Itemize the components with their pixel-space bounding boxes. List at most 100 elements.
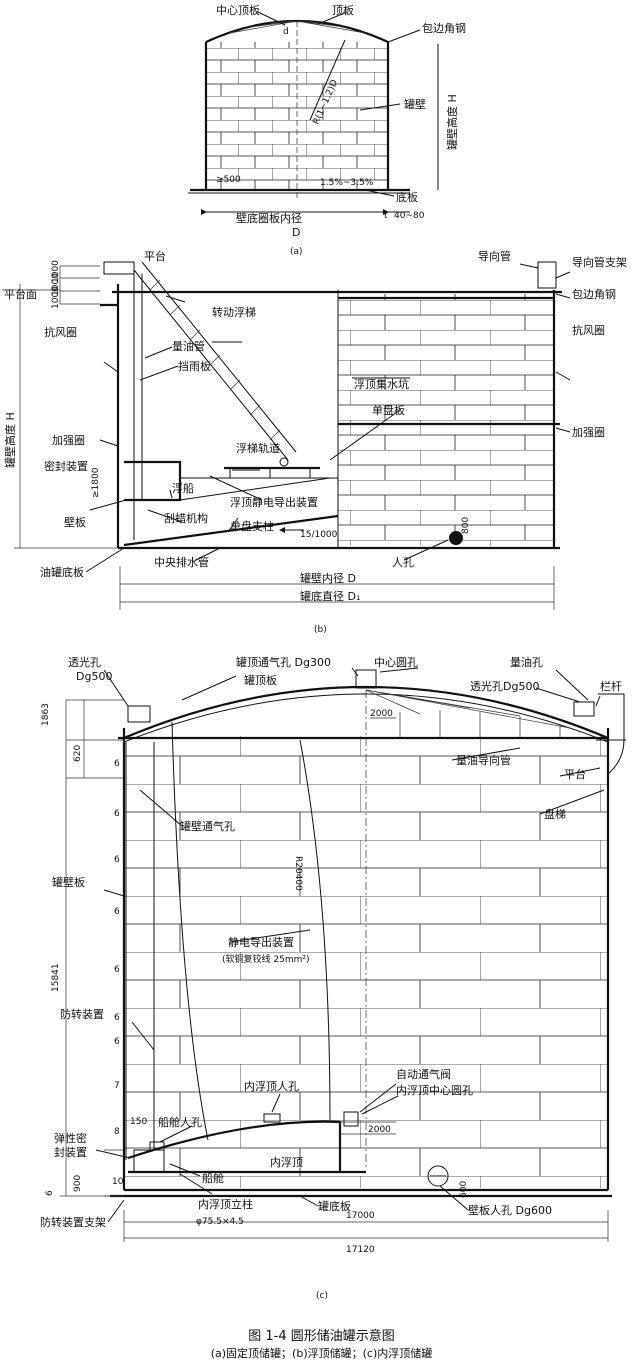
c-course-4: 6 bbox=[114, 907, 120, 917]
b-pontoon-label: 浮船 bbox=[172, 481, 194, 495]
c-gauge-hole-label: 量油孔 bbox=[510, 655, 543, 669]
figure-title: 图 1-4 圆形储油罐示意图 bbox=[248, 1329, 395, 1344]
b-manhole-label: 人孔 bbox=[392, 556, 414, 569]
c-pontoon bbox=[133, 1149, 165, 1173]
c-course-6: 6 bbox=[114, 1013, 120, 1023]
c-course-8: 7 bbox=[114, 1081, 120, 1091]
a-roof-plate-label: 顶板 bbox=[332, 3, 354, 17]
c-inner-roof bbox=[127, 1120, 342, 1172]
a-height-label: 罐壁高度 H bbox=[445, 94, 459, 150]
c-inner-leg-spec: φ75.5×4.5 bbox=[196, 1217, 244, 1227]
a-edge-angle-label: 包边角钢 bbox=[422, 22, 466, 35]
c-auto-vent-label: 自动通气阀 bbox=[396, 1067, 451, 1081]
tank-b-shell bbox=[116, 284, 556, 548]
b-dim-1000-3: 1000 bbox=[51, 286, 61, 309]
b-dim-1000-2: 1000 bbox=[51, 273, 61, 296]
b-manhole bbox=[449, 531, 463, 545]
c-spiral-ladder-label: 盘梯 bbox=[544, 807, 566, 821]
c-course-5: 6 bbox=[114, 965, 120, 975]
c-dim-150: 150 bbox=[130, 1117, 147, 1127]
c-dim-2000: 2000 bbox=[368, 1125, 391, 1135]
c-dim-2000-top: 2000 bbox=[370, 709, 393, 719]
b-single-deck-label: 单盘板 bbox=[372, 403, 405, 417]
c-static-cable bbox=[171, 721, 331, 1141]
a-D-label: D bbox=[292, 226, 300, 239]
a-shell-label: 罐壁 bbox=[404, 97, 426, 111]
b-edge-angle-label: 包边角钢 bbox=[572, 288, 616, 301]
c-dim-620: 620 bbox=[73, 745, 83, 762]
c-elastic-seal-2: 封装置 bbox=[54, 1145, 87, 1159]
a-bottom-plate-label: 底板 bbox=[396, 190, 418, 204]
b-guide-pipe bbox=[537, 261, 557, 289]
b-caption: (b) bbox=[314, 625, 327, 635]
b-bottom-label: 油罐底板 bbox=[40, 565, 84, 579]
c-inner-roof-label: 内浮顶 bbox=[270, 1155, 303, 1169]
b-rain-shield-label: 挡雨板 bbox=[178, 359, 211, 373]
b-rolling-ladder-label: 转动浮梯 bbox=[212, 305, 256, 319]
c-anti-rotation-support-label: 防转装置支架 bbox=[40, 1215, 106, 1229]
c-wall-vent-label: 罐壁通气孔 bbox=[180, 819, 235, 833]
c-course-2: 6 bbox=[114, 809, 120, 819]
c-dim-6: 6 bbox=[45, 1190, 55, 1196]
c-shell-manhole-label: 壁板人孔 Dg600 bbox=[468, 1203, 552, 1217]
b-platform-face-label: 平台面 bbox=[4, 287, 37, 301]
a-slope: 1.5%~3.5% bbox=[320, 178, 374, 188]
tank-b-shell-bricks bbox=[338, 294, 554, 546]
c-static-spec: (软铜复铰线 25mm²) bbox=[222, 953, 309, 965]
c-roof-plate-label: 罐顶板 bbox=[244, 673, 277, 687]
figure-c: 透光孔 Dg500 罐顶通气孔 Dg300 中心圆孔 量油孔 透光孔Dg500 … bbox=[40, 655, 626, 1301]
b-wind-girder-right-label: 抗风圈 bbox=[572, 323, 605, 337]
c-inner-center-hole-label: 内浮顶中心圆孔 bbox=[396, 1083, 473, 1097]
c-course-7: 6 bbox=[114, 1037, 120, 1047]
c-shell-plate-label: 罐壁板 bbox=[52, 875, 85, 889]
a-dim-500: ≥500 bbox=[216, 175, 241, 185]
c-platform-label: 平台 bbox=[564, 767, 586, 781]
b-guide-pipe-support-label: 导向管支架 bbox=[572, 255, 627, 269]
c-light-hole-left bbox=[127, 705, 151, 723]
b-inner-diameter-label: 罐壁内径 D bbox=[300, 571, 356, 585]
b-pontoon bbox=[124, 460, 182, 502]
c-anti-rotation-label: 防转装置 bbox=[60, 1007, 104, 1021]
c-railing-label: 栏杆 bbox=[600, 679, 622, 693]
c-inner-leg-label: 内浮顶立柱 bbox=[198, 1197, 253, 1211]
c-radius-label: R20400 bbox=[293, 856, 303, 891]
b-deck-leg-label: 单盘支柱 bbox=[230, 519, 274, 533]
tank-c-roof bbox=[123, 685, 609, 740]
c-pontoon-manhole-label: 船舱人孔 bbox=[158, 1115, 202, 1129]
c-center-hole-label: 中心圆孔 bbox=[374, 656, 418, 669]
b-rolling-ladder bbox=[133, 261, 297, 461]
a-center-plate-label: 中心顶板 bbox=[216, 3, 260, 17]
a-caption: (a) bbox=[290, 247, 303, 257]
tank-a-shell bbox=[204, 42, 390, 190]
b-stiffener-left-label: 加强圈 bbox=[52, 434, 85, 447]
c-light-hole2-label: 透光孔Dg500 bbox=[470, 679, 539, 693]
c-dim-17120: 17120 bbox=[346, 1245, 375, 1255]
c-static-device-label: 静电导出装置 bbox=[228, 935, 294, 949]
c-pontoon-label: 船舱 bbox=[202, 1171, 224, 1185]
a-d-label: d bbox=[283, 27, 289, 37]
b-guide-pipe-label: 导向管 bbox=[478, 249, 511, 263]
b-bottom-diameter-label: 罐底直径 D₁ bbox=[300, 589, 360, 603]
b-ladder-track-label: 浮梯轨道 bbox=[236, 441, 280, 455]
b-slope-label: 15/1000 bbox=[300, 530, 338, 540]
a-projection-label: 40~80 bbox=[394, 211, 425, 221]
c-course-9: 8 bbox=[114, 1127, 120, 1137]
b-seal-label: 密封装置 bbox=[44, 459, 88, 473]
a-t-label: t bbox=[384, 211, 388, 221]
c-light-hole-dn: Dg500 bbox=[76, 670, 112, 683]
c-caption: (c) bbox=[316, 1291, 328, 1301]
figure-a: 中心顶板 顶板 包边角钢 d R(1~1.2)D 罐壁 罐壁高度 H ≥500 … bbox=[188, 3, 466, 257]
tank-c-shell bbox=[122, 728, 610, 1190]
c-dim-900: 900 bbox=[73, 1175, 83, 1192]
c-light-hole-label: 透光孔 bbox=[68, 655, 101, 669]
c-dim-1863: 1863 bbox=[41, 703, 51, 726]
b-wall-plate-label: 壁板 bbox=[64, 515, 86, 529]
b-drain-label: 中央排水管 bbox=[154, 555, 209, 569]
c-dim-15841: 15841 bbox=[51, 963, 61, 992]
c-course-1: 6 bbox=[114, 759, 120, 769]
b-static-device-label: 浮顶静电导出装置 bbox=[230, 495, 318, 509]
c-course-3: 6 bbox=[114, 855, 120, 865]
b-dim-1000-1: 1000 bbox=[51, 260, 61, 283]
c-roof-vent bbox=[355, 669, 377, 689]
